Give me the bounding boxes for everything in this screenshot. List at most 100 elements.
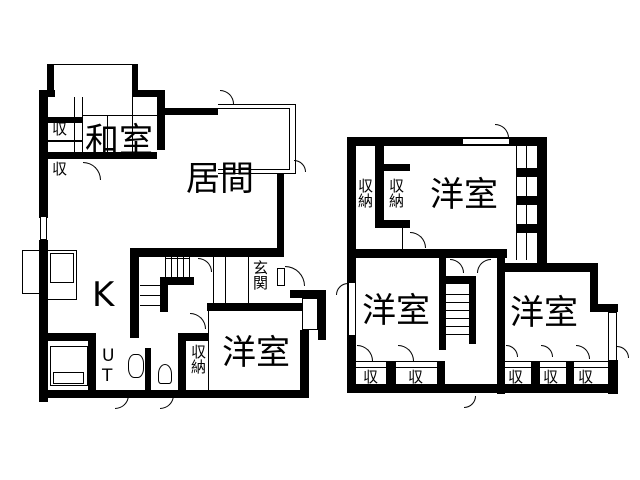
wall <box>531 361 540 385</box>
bathtub-inner <box>53 372 84 384</box>
kitchen-sink <box>50 253 74 283</box>
room-label-western-right: 洋室 <box>510 293 578 333</box>
door-swing <box>220 90 234 104</box>
partition <box>402 228 403 250</box>
room-label-storage-5: 収 <box>578 368 594 386</box>
stair-step <box>171 257 172 277</box>
closet-line <box>356 361 440 362</box>
door-swing <box>495 124 509 138</box>
wall <box>39 90 55 97</box>
partition <box>225 257 226 303</box>
wall <box>517 168 542 177</box>
wall <box>39 90 48 218</box>
door-swing <box>357 345 373 361</box>
wall <box>39 390 178 398</box>
partition <box>248 257 249 303</box>
stair-step <box>183 257 184 277</box>
stair-step <box>140 305 160 306</box>
door-swing <box>506 345 518 357</box>
washitsu-bay-window <box>53 64 136 92</box>
wall <box>39 333 96 341</box>
wall <box>157 90 165 150</box>
wall <box>132 64 138 94</box>
tatami-line <box>132 97 133 154</box>
room-label-western-top: 洋室 <box>430 175 498 215</box>
wall <box>47 64 54 94</box>
partition <box>213 257 214 303</box>
wall <box>608 360 618 394</box>
wall <box>517 224 542 233</box>
living-bay-inner <box>218 108 290 170</box>
room-label-storage-3: 収 <box>508 368 524 386</box>
stair-step <box>189 257 190 277</box>
door-swing <box>83 162 101 180</box>
room-label-storage-b: 収 <box>52 160 68 178</box>
window <box>348 282 356 336</box>
balcony-rail <box>516 145 517 260</box>
wall <box>375 164 410 171</box>
room-label-kitchen: K <box>92 275 115 315</box>
wall <box>437 361 445 385</box>
wall <box>290 290 326 298</box>
closet-line <box>505 361 608 362</box>
wall <box>88 341 96 391</box>
wall <box>375 146 384 226</box>
stair-step <box>446 318 469 319</box>
door-swing <box>541 345 553 357</box>
room-label-storage-4: 収 <box>543 368 559 386</box>
tatami-line <box>107 115 108 154</box>
wall <box>505 263 598 272</box>
room-label-closet: 収納 <box>189 344 207 374</box>
wall <box>347 249 507 258</box>
room-label-washitsu: 和室 <box>85 121 153 161</box>
wall <box>160 277 168 312</box>
wall <box>590 304 618 312</box>
wall <box>318 290 326 340</box>
balcony-rail <box>526 145 527 260</box>
stair-step <box>177 257 178 277</box>
room-label-closet-a: 収納 <box>356 178 374 208</box>
wall <box>566 361 574 385</box>
stair-step <box>140 285 160 286</box>
wall <box>47 140 82 142</box>
wall <box>178 390 309 398</box>
room-label-storage-2: 収 <box>408 368 424 386</box>
wall <box>160 277 194 285</box>
door-swing <box>198 258 212 272</box>
room-label-closet-b: 収納 <box>387 178 405 208</box>
wall <box>130 248 284 257</box>
wall <box>39 240 48 252</box>
wall <box>347 137 547 146</box>
wall <box>386 361 396 385</box>
stair-step <box>446 334 469 335</box>
wall <box>347 384 618 393</box>
stair-step <box>446 294 469 295</box>
entrance-door-frame <box>277 268 285 286</box>
wall <box>300 330 309 398</box>
stair-step <box>165 257 166 277</box>
kitchen-window <box>22 250 40 294</box>
room-label-storage-1: 収 <box>363 368 379 386</box>
door-swing <box>160 395 174 409</box>
wall <box>590 263 598 305</box>
tatami-line <box>82 97 83 154</box>
room-label-ut-t: T <box>102 366 113 386</box>
room-label-ut-u: U <box>102 346 115 366</box>
tatami-line <box>82 115 157 116</box>
wall <box>497 249 505 394</box>
partition <box>208 311 209 391</box>
wall <box>497 361 505 385</box>
door-swing <box>617 346 629 358</box>
wall <box>375 220 410 228</box>
room-label-living: 居間 <box>186 159 254 199</box>
room-label-western-1f: 洋室 <box>222 333 290 373</box>
wall <box>517 196 542 205</box>
wall <box>347 137 356 392</box>
wall <box>145 348 151 393</box>
wall <box>439 258 446 350</box>
wall <box>207 303 302 311</box>
closet-line <box>505 367 608 368</box>
door-swing <box>115 395 129 409</box>
window <box>608 312 617 362</box>
door-swing <box>294 160 306 172</box>
